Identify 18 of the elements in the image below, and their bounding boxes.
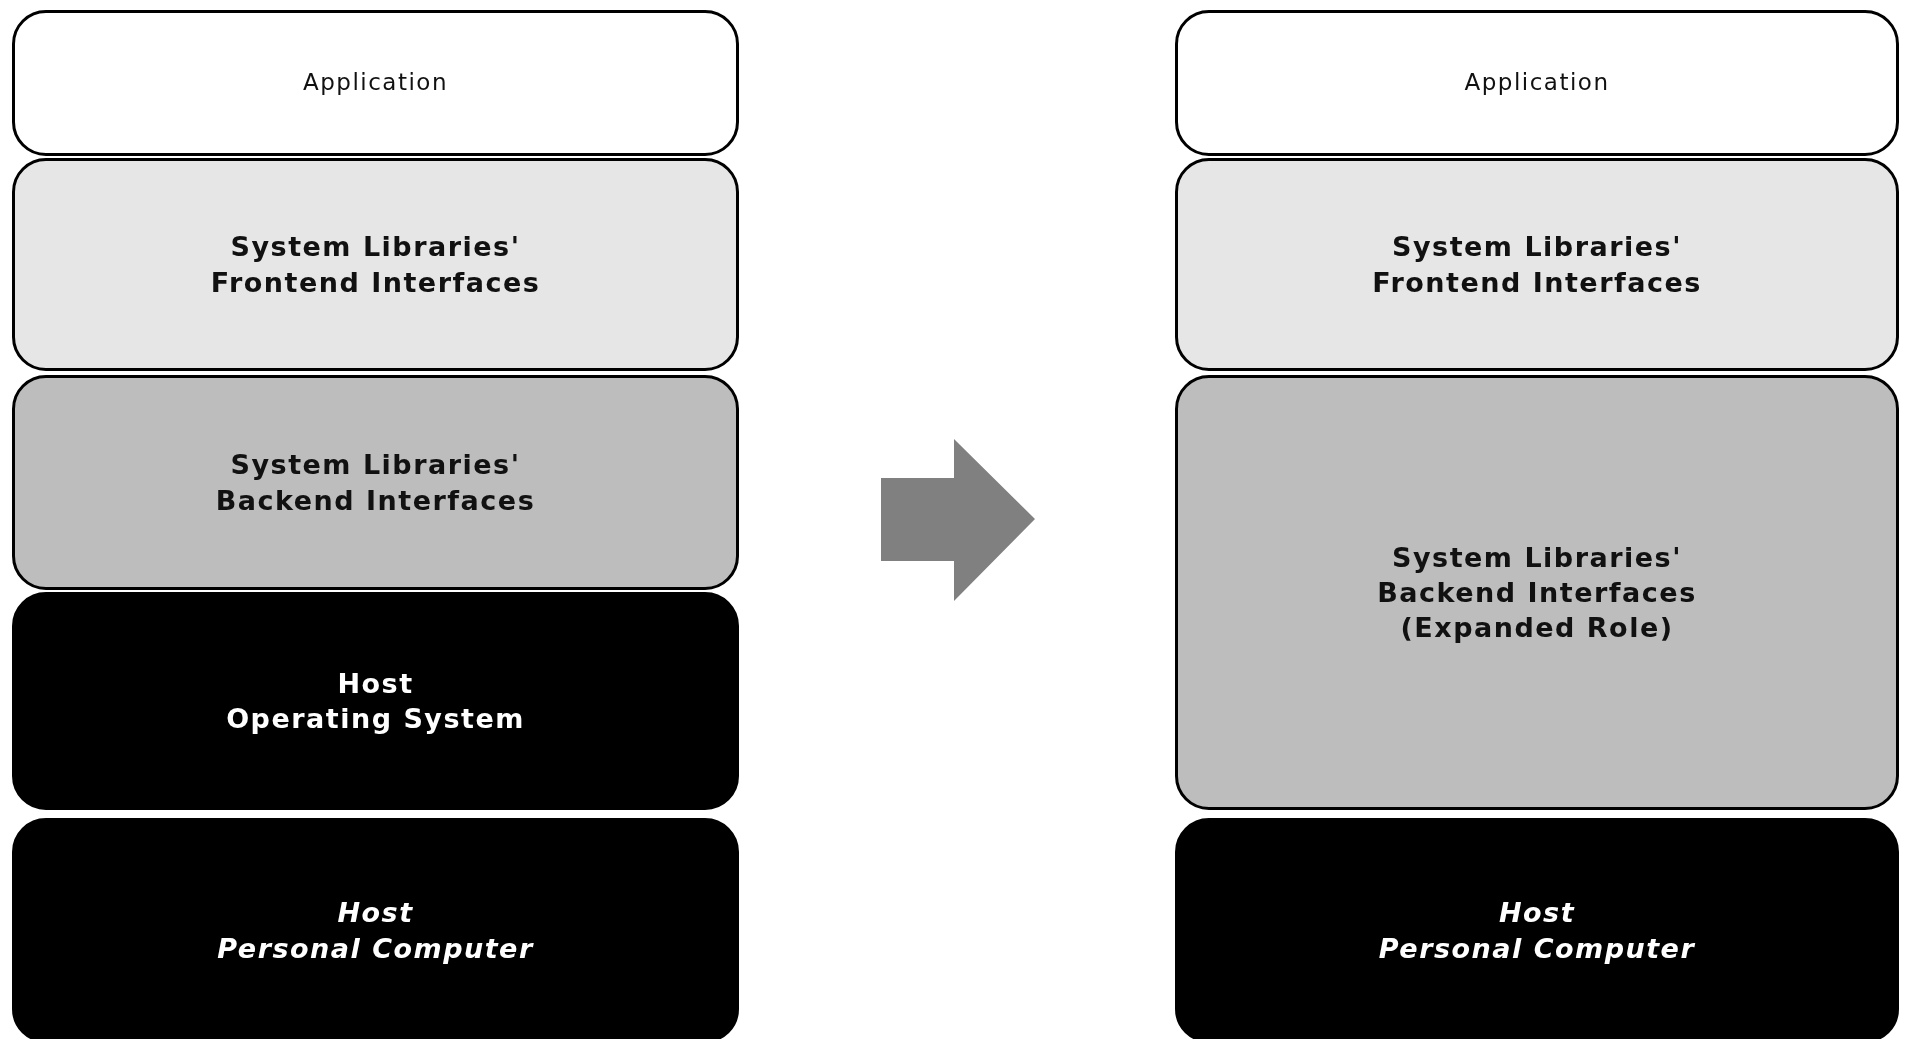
layer-label: System Libraries' Backend Interfaces bbox=[214, 448, 537, 518]
layer-label: Host Personal Computer bbox=[216, 896, 535, 966]
backend-layer bbox=[1175, 375, 1899, 810]
layer-label: System Libraries' Frontend Interfaces bbox=[209, 230, 542, 300]
layer-label: Application bbox=[302, 68, 449, 98]
frontend-layer bbox=[12, 158, 739, 371]
layer-label: Application bbox=[1463, 68, 1611, 98]
application-layer bbox=[1175, 10, 1899, 156]
backend-layer bbox=[12, 375, 739, 590]
layer-label: Host Personal Computer bbox=[1377, 896, 1697, 966]
operating-system-layer bbox=[12, 592, 739, 810]
layer-label: Host Operating System bbox=[225, 666, 526, 736]
application-layer bbox=[12, 10, 739, 156]
layer-label: System Libraries' Backend Interfaces (Expanded Role) bbox=[1376, 540, 1698, 646]
frontend-layer bbox=[1175, 158, 1899, 371]
hardware-layer bbox=[1175, 818, 1899, 1039]
hardware-layer bbox=[12, 818, 739, 1039]
layer-label: System Libraries' Frontend Interfaces bbox=[1371, 230, 1703, 300]
